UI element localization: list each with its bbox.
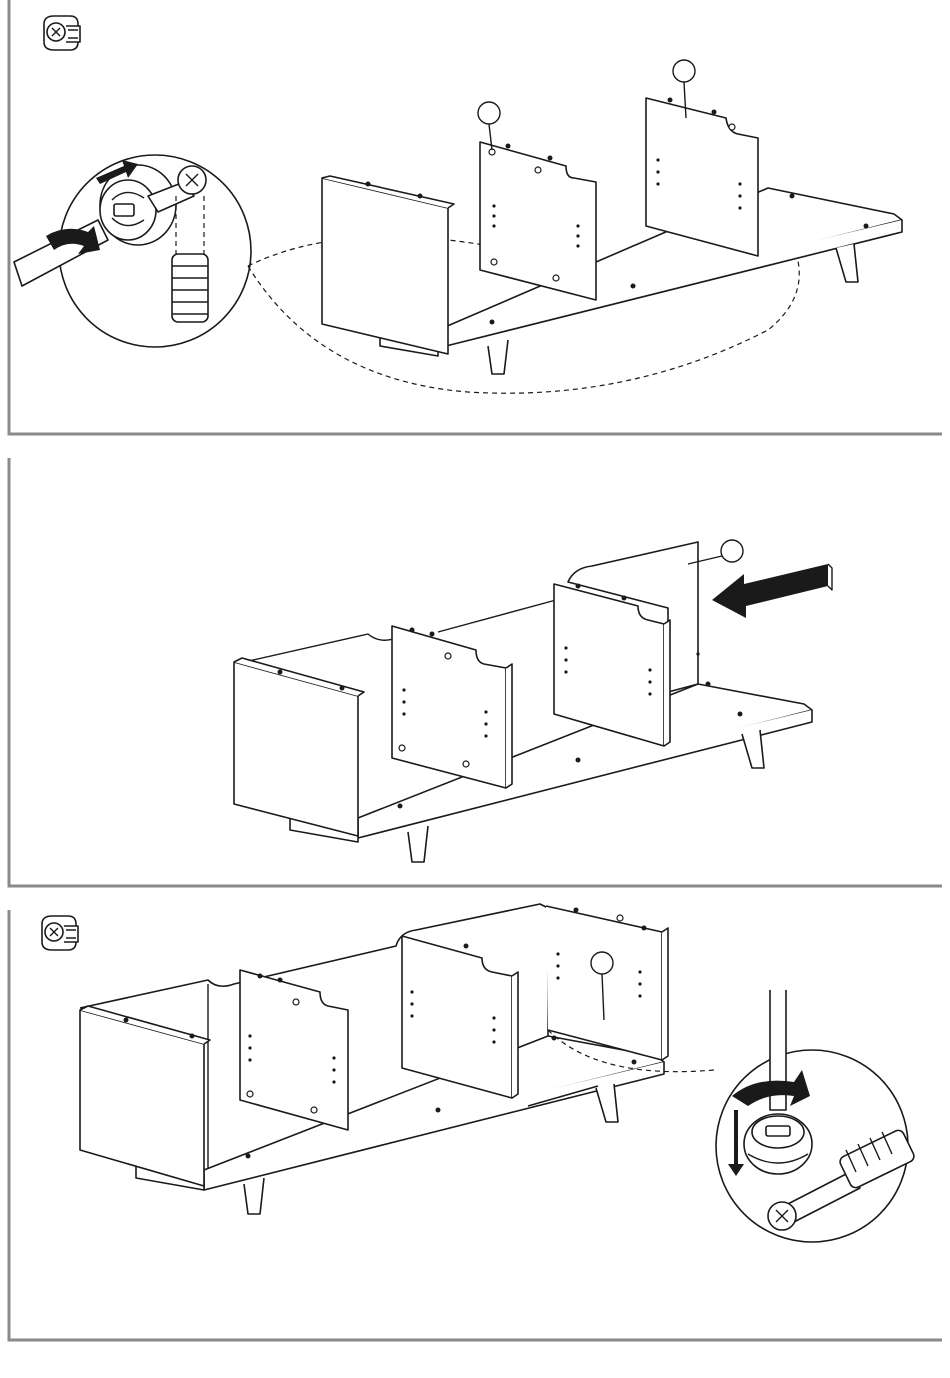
- base-board: [380, 188, 902, 374]
- cam-lock-fitting-icon: [44, 16, 80, 50]
- divider-panel-right: [646, 98, 758, 257]
- cam-lock-insert-detail: [14, 155, 251, 347]
- cam-lock-fitting-icon: [42, 916, 78, 950]
- divider-panel-middle: [480, 142, 596, 300]
- side-panel-left: [322, 176, 454, 354]
- step-1-illustration: [8, 0, 944, 440]
- side-panel-left: [234, 658, 364, 836]
- back-panel-edge-mid: [438, 600, 556, 632]
- assembly-step-2: [8, 458, 944, 894]
- assembly-step-1: [8, 0, 944, 440]
- cam-lock-tighten-detail: [716, 990, 916, 1242]
- insert-direction-arrow: [712, 564, 828, 618]
- assembly-step-3: [8, 910, 944, 1350]
- back-panel-edge-left: [240, 634, 396, 663]
- step-2-illustration: [8, 458, 944, 894]
- step-3-illustration: [8, 910, 944, 1350]
- base-board: [290, 682, 812, 863]
- side-panel-right: [546, 906, 668, 1060]
- divider-panel-right: [554, 584, 670, 747]
- divider-panel-middle: [392, 626, 512, 788]
